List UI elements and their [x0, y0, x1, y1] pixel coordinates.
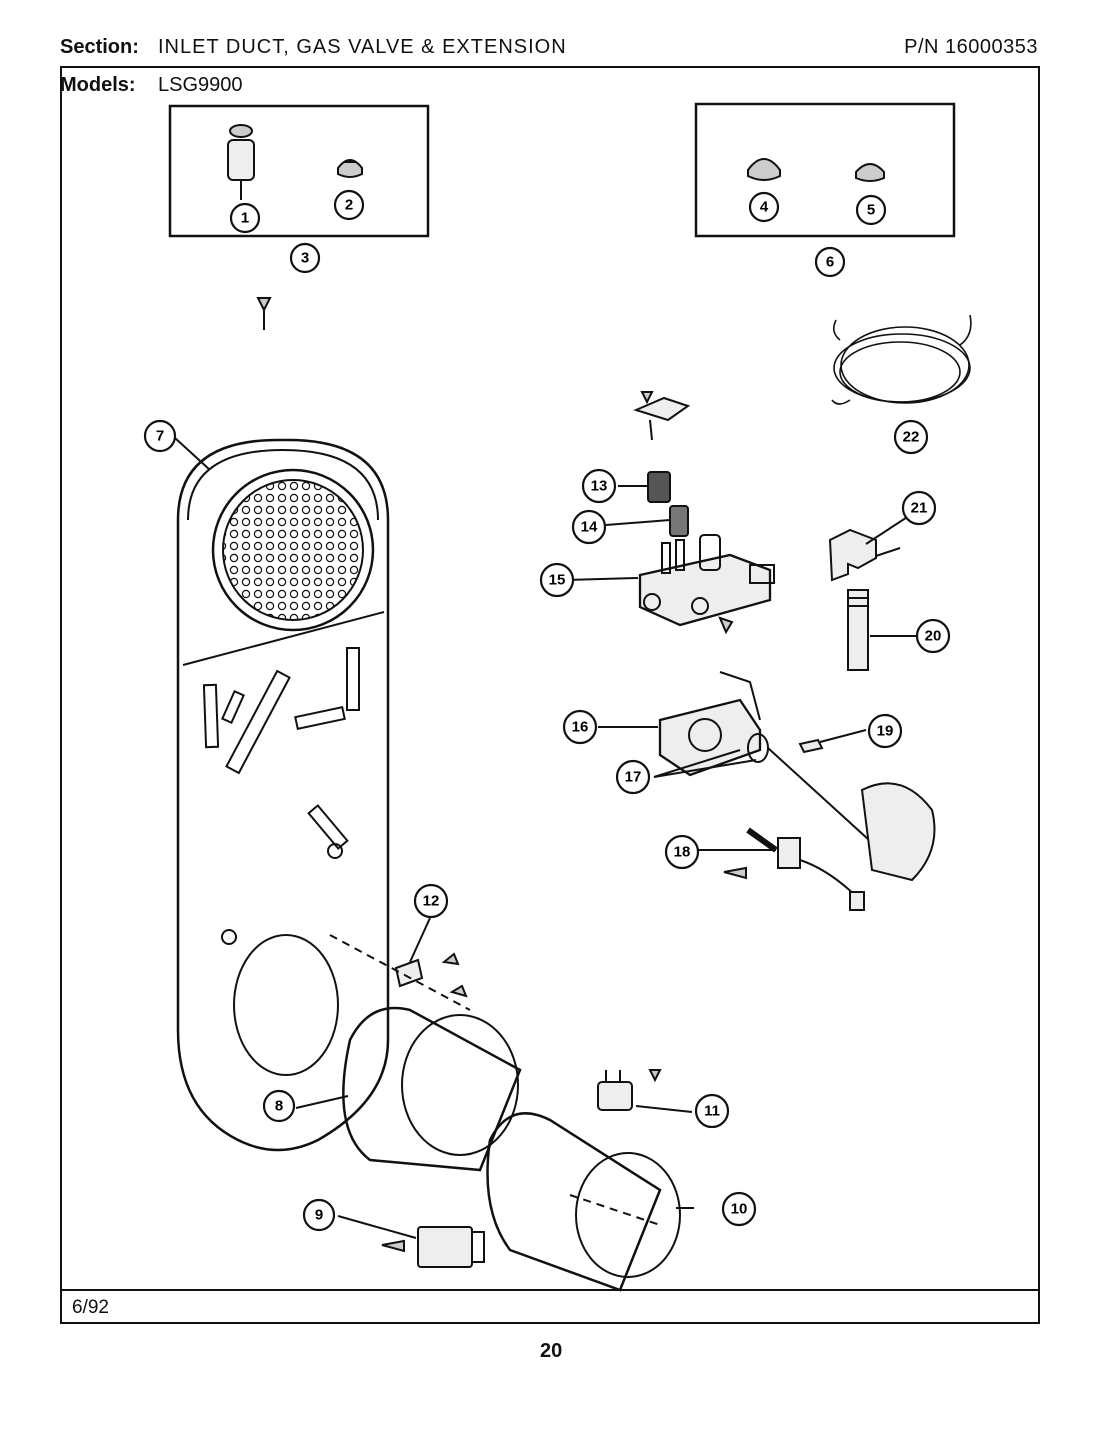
kit-3-box: [168, 104, 430, 238]
svg-text:15: 15: [549, 572, 566, 589]
part-5-orifice: [855, 163, 885, 182]
part-19-clip: [798, 738, 824, 754]
part-10-extension: [486, 1112, 681, 1292]
part-18-sensor: [723, 827, 865, 911]
models-value: LSG9900: [158, 74, 243, 96]
part-17-igniter: [747, 733, 936, 882]
callout-20: 20: [915, 618, 951, 654]
svg-text:19: 19: [877, 723, 894, 740]
callout-22: 22: [893, 419, 929, 455]
part-8-extension: [342, 1006, 522, 1172]
part-9-switch: [381, 1226, 485, 1268]
callout-15: 15: [539, 562, 575, 598]
svg-text:22: 22: [903, 429, 920, 446]
page-number: 20: [540, 1340, 563, 1362]
svg-text:11: 11: [704, 1103, 720, 1120]
diagram-frame: [60, 66, 1040, 1324]
part-20-pipe-nipple: [847, 589, 869, 671]
svg-text:21: 21: [911, 500, 928, 517]
svg-text:13: 13: [591, 478, 608, 495]
callout-16: 16: [562, 709, 598, 745]
callout-4: 4: [748, 191, 780, 223]
callout-7: 7: [143, 419, 177, 453]
svg-text:12: 12: [423, 893, 440, 910]
callout-18: 18: [664, 834, 700, 870]
part-1-orifice: [227, 124, 255, 200]
part-21-elbow: [828, 528, 901, 582]
callout-12: 12: [413, 883, 449, 919]
svg-text:1: 1: [241, 210, 249, 227]
part-12-bracket: [329, 934, 471, 1011]
part-2-orifice: [337, 159, 363, 178]
svg-text:17: 17: [625, 769, 642, 786]
svg-text:5: 5: [867, 202, 875, 219]
svg-text:14: 14: [581, 519, 598, 536]
revision-date: 6/92: [72, 1297, 109, 1318]
callout-19: 19: [867, 713, 903, 749]
section-title: INLET DUCT, GAS VALVE & EXTENSION: [158, 36, 567, 58]
part-16-valve-bracket: [658, 671, 762, 777]
part-15-gas-valve: [633, 391, 775, 635]
part-7-inlet-duct: [176, 297, 390, 1152]
part-11-thermostat: [597, 1069, 662, 1111]
callout-13: 13: [581, 468, 617, 504]
models-label: Models:: [60, 74, 136, 96]
callout-8: 8: [262, 1089, 296, 1123]
section-label: Section:: [60, 36, 139, 58]
callout-3: 3: [289, 242, 321, 274]
part-13-coil: [647, 471, 671, 503]
callout-14: 14: [571, 509, 607, 545]
part-22-wire-harness: [831, 314, 972, 405]
callout-5: 5: [855, 194, 887, 226]
callout-1: 1: [229, 202, 261, 234]
svg-text:9: 9: [315, 1207, 323, 1224]
svg-text:3: 3: [301, 250, 309, 267]
svg-text:7: 7: [156, 428, 164, 445]
part-number: P/N 16000353: [904, 36, 1038, 58]
svg-text:8: 8: [275, 1098, 283, 1115]
svg-text:16: 16: [572, 719, 589, 736]
callout-6: 6: [814, 246, 846, 278]
svg-text:6: 6: [826, 254, 834, 271]
callout-11: 11: [694, 1093, 730, 1129]
svg-text:18: 18: [674, 844, 691, 861]
svg-text:2: 2: [345, 197, 353, 214]
kit-6-box: [694, 102, 956, 238]
callout-21: 21: [901, 490, 937, 526]
callout-10: 10: [721, 1191, 757, 1227]
svg-text:4: 4: [760, 199, 769, 216]
svg-text:20: 20: [925, 628, 942, 645]
callout-9: 9: [302, 1198, 336, 1232]
callout-2: 2: [333, 189, 365, 221]
svg-text:10: 10: [731, 1201, 748, 1218]
part-4-orifice: [747, 158, 781, 181]
callout-17: 17: [615, 759, 651, 795]
part-14-coil: [669, 505, 689, 537]
